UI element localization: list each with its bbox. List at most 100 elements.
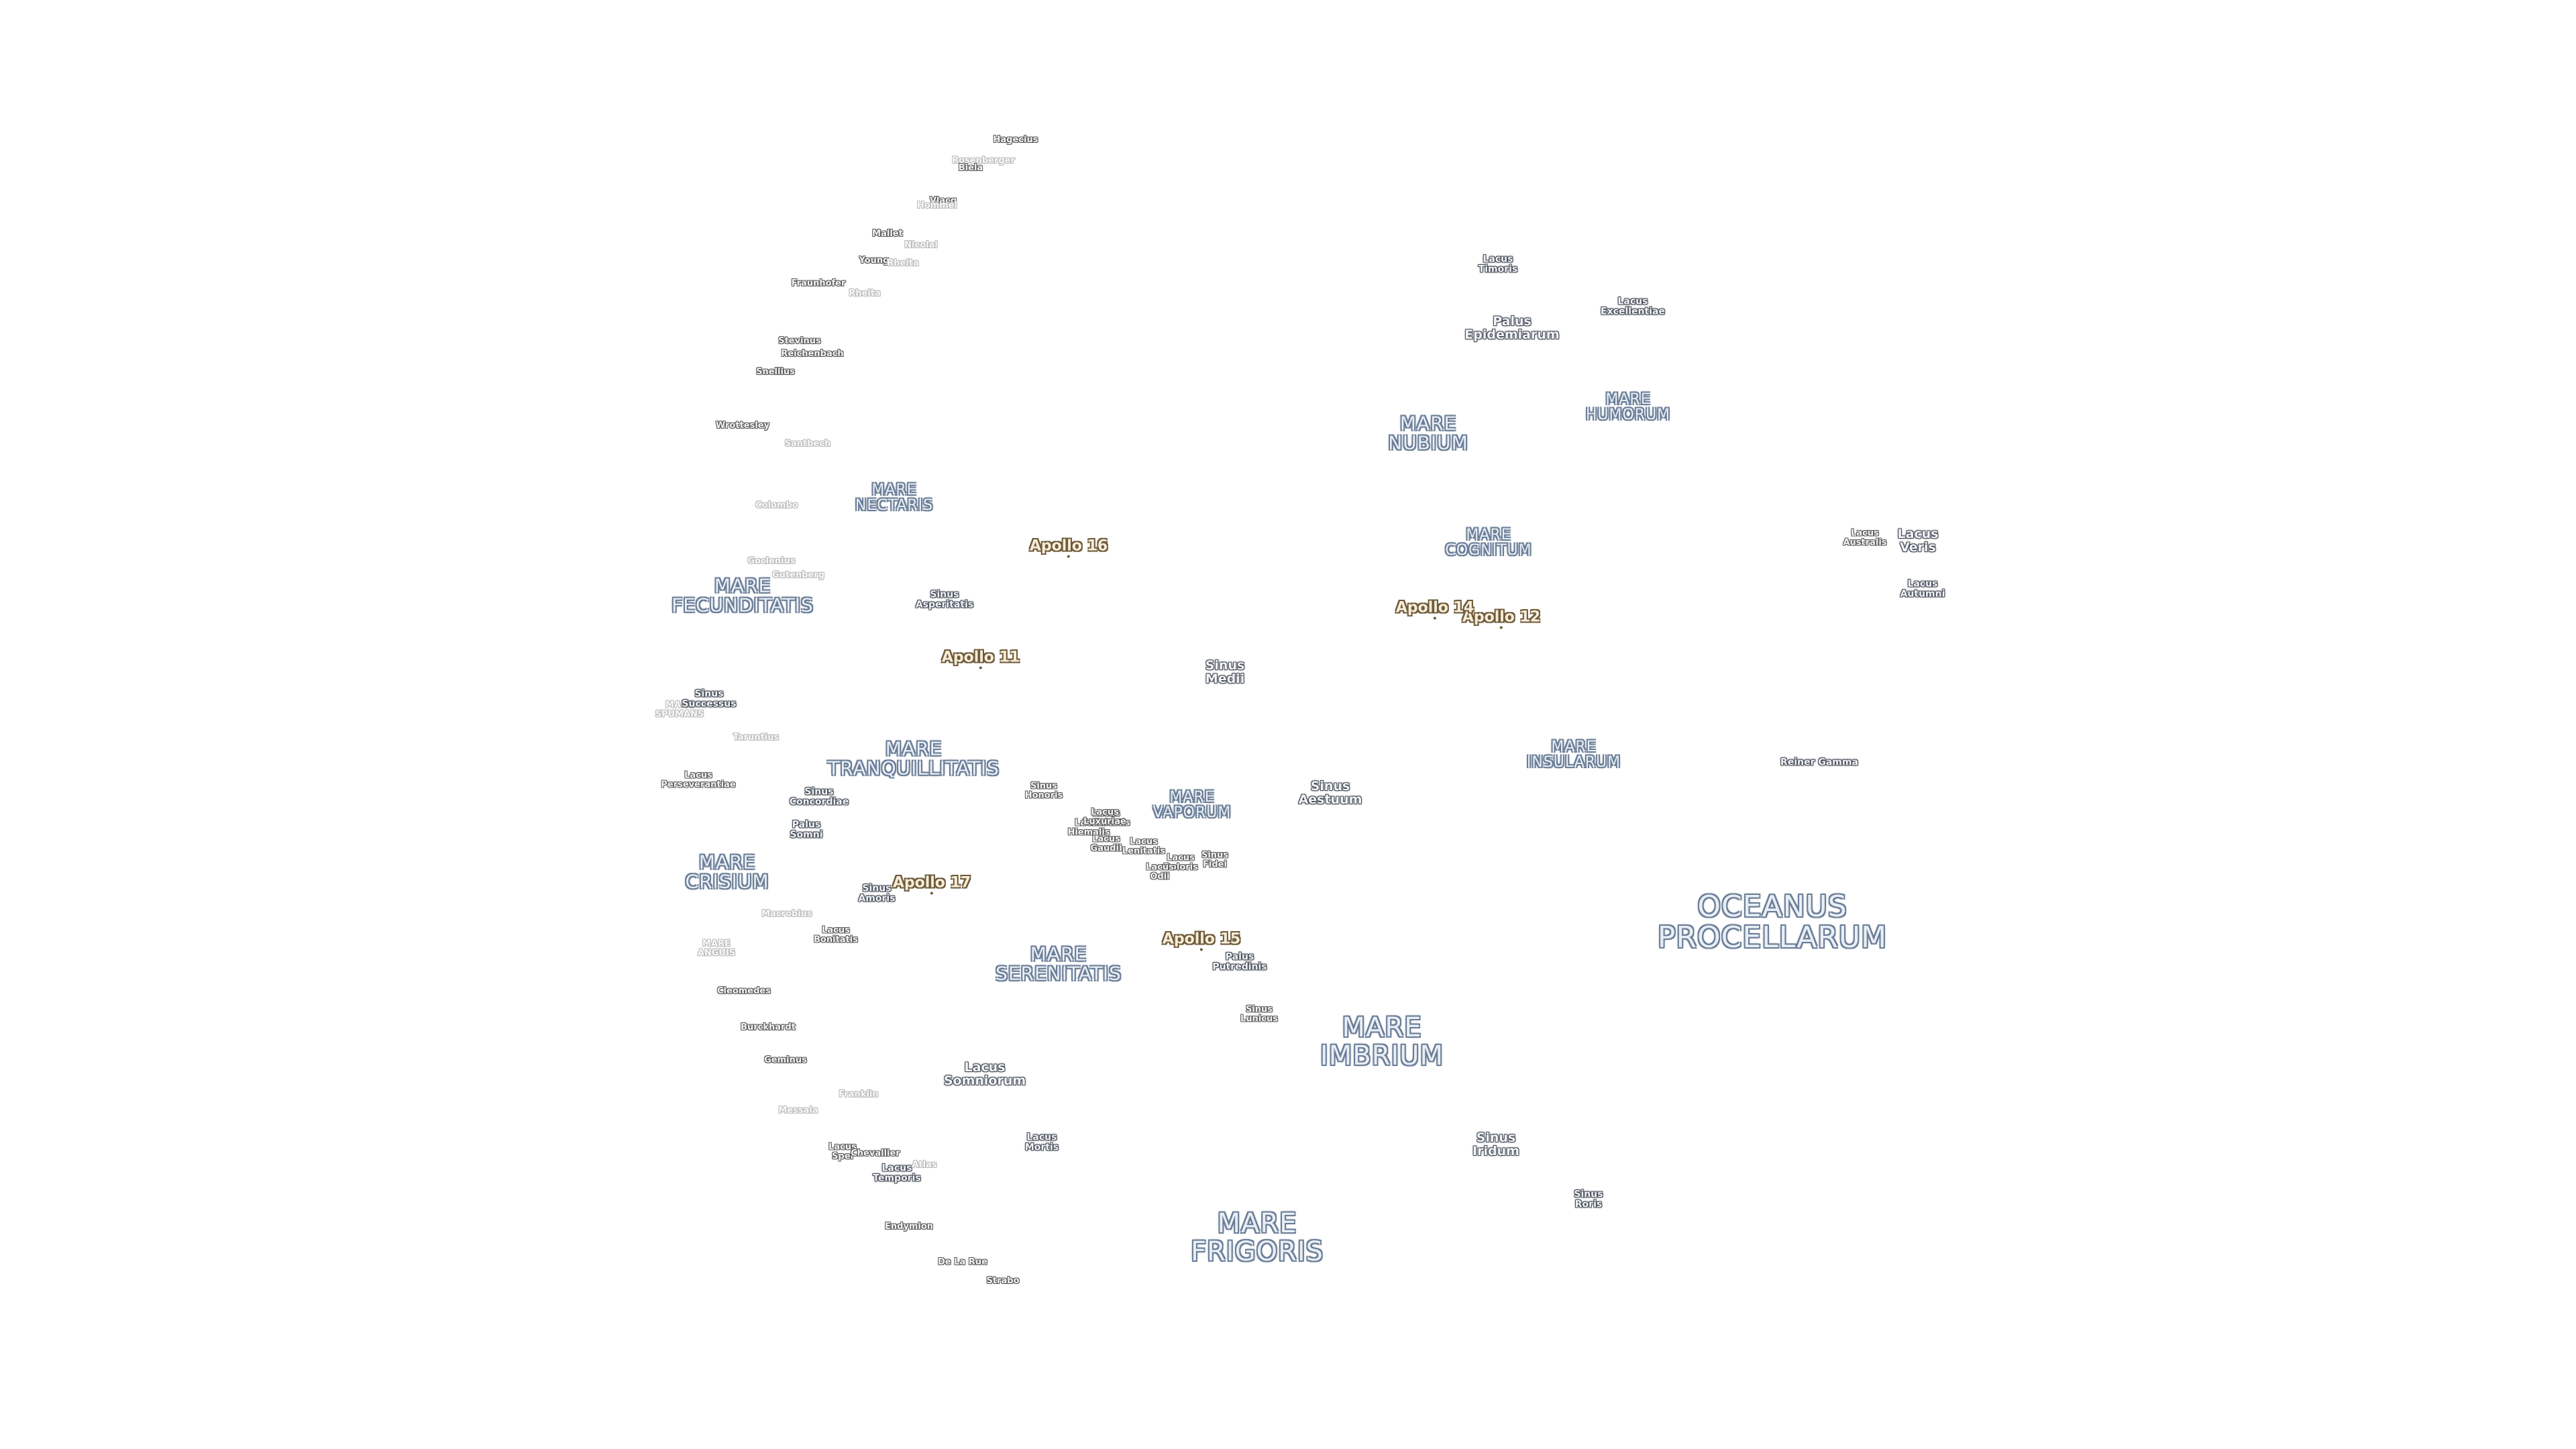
label-line: MARE: [714, 574, 771, 597]
label-lacus-lenitatis: Lacus Lenitatis: [1122, 837, 1165, 855]
label-line: Luxuriae: [1083, 816, 1126, 826]
label-line: Putredinis: [1212, 961, 1267, 972]
label-line: Palus: [792, 819, 821, 830]
label-line: Perseverantiae: [661, 780, 736, 790]
label-mare-serenitatis: MARE SERENITATIS: [996, 944, 1122, 985]
label-line: Stevinus: [778, 336, 821, 347]
label-crater-snellius: Snellius: [756, 368, 795, 377]
label-line: Biela: [958, 163, 983, 174]
label-line: MARE: [1342, 1012, 1422, 1043]
label-line: Asperitatis: [915, 599, 974, 610]
label-line: Apollo 12: [1462, 608, 1541, 626]
label-lacus-doloris: Lacus Doloris: [1163, 853, 1198, 871]
label-lacus-veris: Lacus Veris: [1897, 527, 1938, 555]
label-crater-atlas: Atlas: [912, 1161, 936, 1170]
label-sinus-honoris: Sinus Honoris: [1025, 782, 1063, 800]
label-line: Gutenberg: [771, 570, 825, 581]
label-crater-de-la-rue: De La Rue: [938, 1258, 987, 1267]
label-line: Lacus: [1907, 578, 1938, 590]
label-line: Apollo 15: [1162, 930, 1241, 948]
label-mare-insularum: MARE INSULARUM: [1527, 739, 1621, 770]
label-apollo-14: Apollo 14: [1395, 599, 1474, 620]
label-line: Lacus: [1851, 528, 1879, 539]
label-line: Lacus: [1617, 296, 1648, 307]
label-line: Strabo: [986, 1276, 1020, 1287]
label-line: Endymion: [884, 1222, 934, 1232]
label-line: De La Rue: [938, 1257, 987, 1268]
label-line: Macrobius: [761, 909, 812, 920]
label-line: Amoris: [858, 893, 896, 904]
label-line: Lacus: [964, 1060, 1006, 1075]
label-apollo-15: Apollo 15: [1162, 930, 1241, 951]
label-line: Gaudii: [1090, 843, 1122, 853]
label-line: MARE: [871, 481, 917, 498]
label-lacus-odii: Lacus Odii: [1146, 863, 1174, 881]
label-mare-anguis: MARE ANGUIS: [698, 939, 735, 957]
label-line: Lacus: [822, 925, 850, 936]
label-line: MARE: [698, 851, 756, 873]
label-crater-geminus: Geminus: [764, 1056, 807, 1065]
label-line: Reichenbach: [781, 349, 844, 360]
label-line: MARE: [1217, 1208, 1297, 1239]
label-crater-vlacq: Vlacq: [930, 197, 957, 206]
label-crater-wrottesley: Wrottesley: [716, 421, 769, 431]
label-crater-strabo: Strabo: [987, 1277, 1020, 1286]
label-line: Veris: [1900, 540, 1936, 555]
label-line: Lacus: [1483, 254, 1513, 265]
label-mare-crisium: MARE CRISIUM: [686, 851, 769, 892]
label-line: Lacus: [1092, 834, 1120, 845]
label-line: SERENITATIS: [996, 963, 1122, 985]
label-line: Hommel: [916, 201, 958, 211]
label-line: COGNITUM: [1445, 542, 1532, 559]
label-line: MARE: [1605, 390, 1651, 408]
label-lacus-luxuriae: Lacus Luxuriae: [1083, 808, 1126, 826]
label-line: INSULARUM: [1526, 754, 1621, 771]
label-line: Lacus: [1092, 808, 1120, 819]
label-line: Sinus: [1030, 781, 1058, 792]
label-lacus-perseverantiae: Lacus Perseverantiae: [661, 771, 735, 789]
label-line: Lenitatis: [1122, 846, 1166, 856]
label-line: SPUMANS: [655, 709, 704, 719]
landing-site-marker: [979, 666, 982, 669]
label-sinus-iridum: Sinus Iridum: [1472, 1131, 1519, 1159]
label-lacus-autumni: Lacus Autumni: [1900, 579, 1945, 598]
label-line: Odii: [1150, 871, 1170, 881]
label-mare-fecunditatis: MARE FECUNDITATIS: [672, 574, 814, 615]
label-lacus-mortis: Lacus Mortis: [1025, 1132, 1059, 1152]
label-line: Sinus: [862, 883, 892, 894]
label-lacus-somniorum: Lacus Somniorum: [944, 1061, 1026, 1088]
label-line: NECTARIS: [855, 497, 934, 514]
label-line: Cleomedes: [717, 986, 771, 997]
label-line: Colombo: [755, 500, 798, 511]
label-line: ANGUIS: [697, 948, 736, 958]
label-line: MARE: [1399, 412, 1457, 435]
label-line: MARE: [1551, 738, 1597, 755]
label-line: Lacus: [1146, 862, 1174, 873]
label-line: Apollo 14: [1395, 599, 1474, 616]
label-line: VAPORUM: [1152, 804, 1232, 821]
label-line: OCEANUS: [1697, 889, 1847, 924]
label-crater-young: Young: [859, 256, 890, 266]
label-palus-epidemiarum: Palus Epidemiarum: [1464, 315, 1559, 342]
label-line: MARE: [702, 938, 731, 949]
label-line: Reiner Gamma: [1780, 757, 1858, 768]
landing-site-marker: [1499, 626, 1503, 629]
label-crater-goclenius: Goclenius: [747, 557, 795, 566]
label-line: Messala: [778, 1106, 818, 1116]
label-mare-vaporum: MARE VAPORUM: [1153, 790, 1232, 820]
label-line: Felicitatis: [1082, 818, 1130, 828]
label-line: Atlas: [912, 1160, 937, 1171]
label-line: Temporis: [873, 1173, 921, 1183]
label-line: Somniorum: [943, 1073, 1026, 1088]
label-crater-biela: Biela: [959, 164, 983, 173]
label-sinus-aestuum: Sinus Aestuum: [1299, 780, 1362, 807]
label-line: Lacus: [1167, 853, 1195, 863]
label-mare-cognitum: MARE COGNITUM: [1445, 527, 1532, 558]
label-crater-rheita-2: Rheita: [849, 289, 881, 299]
label-sinus-asperitatis: Sinus Asperitatis: [916, 590, 973, 609]
label-line: Fraunhofer: [791, 278, 846, 289]
label-crater-macrobius: Macrobius: [761, 910, 812, 919]
label-line: Sinus: [1245, 1004, 1273, 1015]
label-line: MARE: [885, 737, 943, 760]
label-line: Lacus: [1130, 837, 1158, 847]
